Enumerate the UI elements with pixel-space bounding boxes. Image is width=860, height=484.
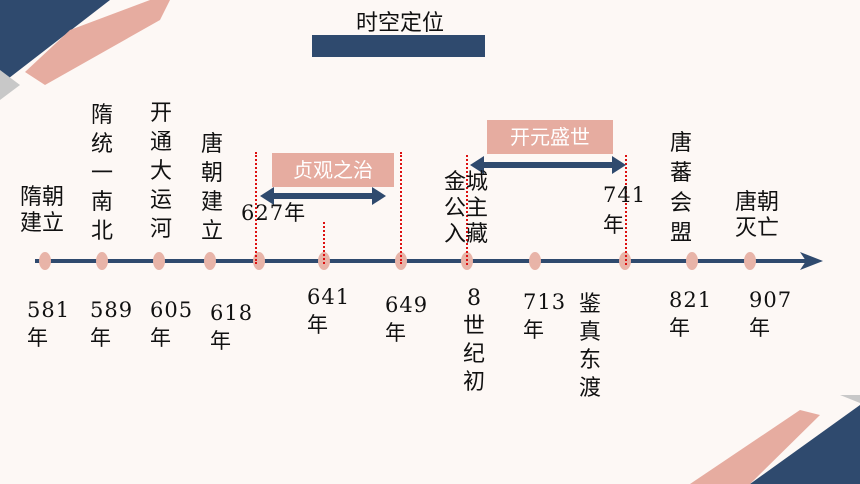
period-zhenguan-arrow — [260, 187, 386, 205]
year-821: 821年 — [669, 288, 713, 340]
period-kaiyuan-arrow — [470, 156, 626, 174]
year-627: 627年 — [241, 201, 307, 225]
timeline-dot — [744, 252, 756, 270]
timeline-dot — [39, 252, 51, 270]
marker-741 — [625, 155, 627, 265]
timeline-dot — [529, 252, 541, 270]
event-label-grand-canal: 开通大运河 — [149, 101, 172, 242]
event-label-sui-unify: 隋统一南北 — [90, 103, 113, 244]
period-zhenguan-label: 贞观之治 — [272, 153, 394, 187]
year-741: 741年 — [603, 183, 647, 237]
timeline-dot — [204, 252, 216, 270]
event-label-princess-jincheng: 金城公主入藏 — [443, 170, 488, 247]
timeline-axis — [35, 252, 823, 270]
timeline-dot — [153, 252, 165, 270]
period-kaiyuan-label: 开元盛世 — [487, 120, 613, 154]
year-907: 907年 — [749, 288, 793, 340]
year-605: 605年 — [150, 298, 194, 350]
event-label-sui-founded: 隋朝建立 — [20, 185, 65, 236]
year-581: 581年 — [27, 298, 71, 350]
timeline-dot — [96, 252, 108, 270]
year-713: 713年 — [523, 290, 567, 342]
year-649: 649年 — [385, 293, 429, 345]
page-title: 时空定位 — [355, 11, 444, 36]
marker-627 — [255, 152, 257, 264]
marker-641 — [323, 222, 325, 264]
year-589: 589年 — [90, 298, 134, 350]
event-label-tang-fall: 唐朝灭亡 — [735, 190, 780, 241]
year-618: 618年 — [210, 301, 254, 353]
corner-decoration-bottom-right — [690, 395, 860, 484]
year-early-8th-century: 8世纪初 — [462, 286, 485, 395]
year-641: 641年 — [307, 285, 351, 337]
marker-713 — [466, 155, 468, 265]
event-label-tang-tibet-alliance: 唐蕃会盟 — [669, 131, 692, 246]
timeline-dot — [686, 252, 698, 270]
marker-649 — [400, 152, 402, 264]
event-label-tang-founded: 唐朝建立 — [200, 132, 223, 244]
title-underline-bar — [312, 35, 485, 57]
corner-decoration-top-left — [0, 0, 170, 100]
event-label-jianzhen: 鉴真东渡 — [578, 292, 601, 401]
